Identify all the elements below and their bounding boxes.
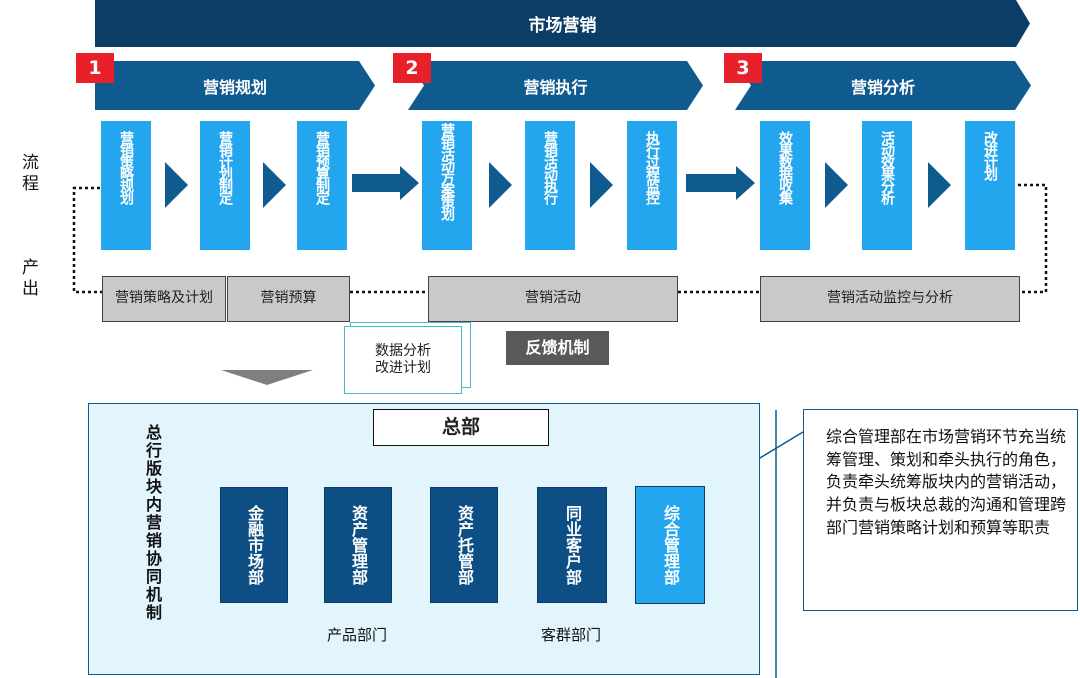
step-arrow: [263, 162, 286, 208]
org-panel-title: 总行版块内营销协同机制: [143, 424, 162, 622]
dept-general-management: 综合管理部: [635, 486, 705, 604]
step-execution-monitoring: 执行过程监控: [627, 121, 677, 250]
step-arrow: [825, 162, 848, 208]
hq-box: 总部: [373, 409, 549, 446]
feedback-loop-right: [1018, 183, 1048, 294]
row-label-process: 流程: [18, 153, 38, 195]
dept-asset-management: 资产管理部: [324, 487, 392, 603]
stage-execution-banner: 营销执行: [408, 61, 703, 110]
stage-analysis-banner: 营销分析: [735, 61, 1031, 110]
step-marketing-strategy-planning: 营销策略规划: [101, 121, 151, 250]
dept-asset-custody: 资产托管部: [430, 487, 498, 603]
row-label-output: 产出: [18, 258, 38, 300]
step-effect-analysis: 活动效果分析: [862, 121, 912, 250]
output-budget: 营销预算: [227, 276, 350, 322]
output-strategy-and-plan: 营销策略及计划: [102, 276, 226, 322]
description-text: 综合管理部在市场营销环节充当统筹管理、策划和牵头执行的角色，负责牵头统筹版块内的…: [826, 427, 1067, 537]
stage-title: 营销执行: [523, 77, 588, 97]
feedback-mechanism-label: 反馈机制: [506, 331, 609, 365]
feedback-loop-left: [72, 186, 102, 294]
step-arrow: [590, 162, 613, 208]
dept-interbank-clients: 同业客户部: [537, 487, 607, 603]
stage-planning-banner: 营销规划: [95, 61, 375, 110]
down-arrow: [221, 370, 313, 385]
step-campaign-planning: 营销活动方案策划: [422, 121, 472, 250]
description-box: [803, 409, 1078, 611]
stage-number-badge: 3: [724, 53, 762, 83]
step-marketing-plan-formulation: 营销计划制定: [200, 121, 250, 250]
group-label-client: 客群部门: [541, 626, 602, 644]
feedback-note-text: 数据分析 改进计划: [375, 342, 431, 377]
step-arrow: [165, 162, 188, 208]
stage-number-badge: 1: [76, 53, 114, 83]
feedback-note: 数据分析 改进计划: [344, 326, 462, 394]
output-campaign: 营销活动: [428, 276, 678, 322]
group-label-product: 产品部门: [327, 626, 388, 644]
output-monitoring-and-analysis: 营销活动监控与分析: [760, 276, 1020, 322]
step-improvement-plan: 改进计划: [965, 121, 1015, 250]
stage-transition-arrow: [352, 166, 419, 200]
step-campaign-execution: 营销活动执行: [525, 121, 575, 250]
stage-number-badge: 2: [393, 53, 431, 83]
step-arrow: [489, 162, 512, 208]
header-title: 市场营销: [528, 16, 597, 36]
market-marketing-header: 市场营销: [95, 0, 1030, 47]
stage-title: 营销规划: [202, 77, 267, 97]
dept-financial-markets: 金融市场部: [220, 487, 288, 603]
step-arrow: [928, 162, 951, 208]
stage-transition-arrow: [686, 166, 755, 200]
step-data-collection: 效果数据收集: [760, 121, 810, 250]
stage-title: 营销分析: [850, 77, 915, 97]
step-marketing-budget-formulation: 营销预算制定: [297, 121, 347, 250]
